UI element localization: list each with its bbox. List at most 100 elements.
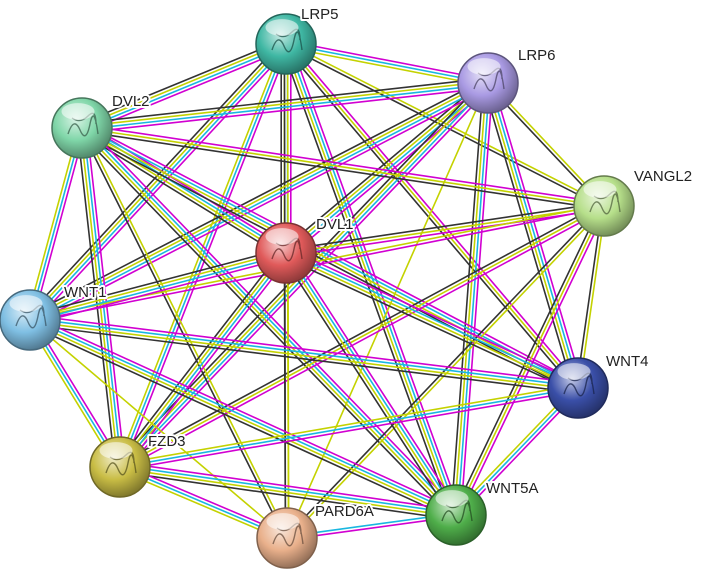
node-label-halo: WNT5A: [486, 480, 539, 497]
edge-strand: [284, 253, 579, 391]
edge-strand: [81, 44, 288, 131]
node-label: DVL2: [112, 93, 150, 110]
edge-strand: [456, 82, 491, 516]
edge-strand: [286, 251, 459, 515]
edge-fzd3-wnt5a[interactable]: [118, 461, 458, 521]
edge-strand: [120, 253, 289, 469]
sphere-highlight: [265, 19, 299, 36]
edge-strand: [122, 255, 291, 471]
edge-strand: [117, 202, 604, 465]
node-label-halo: DVL1: [316, 216, 354, 233]
edge-strand: [118, 470, 457, 521]
edge-strand: [285, 41, 606, 206]
edge-strand: [118, 384, 579, 465]
edge-strand: [280, 44, 453, 518]
edge-strand: [29, 83, 490, 323]
edge-strand: [27, 323, 455, 521]
edge-strand: [29, 319, 288, 539]
edge-dvl1-wnt1[interactable]: [27, 247, 289, 326]
edge-strand: [459, 82, 494, 517]
edge-strand: [283, 253, 456, 517]
edge-lrp6-pard6a[interactable]: [286, 82, 489, 539]
edge-dvl2-wnt5a[interactable]: [77, 123, 461, 520]
edge-lrp5-dvl1[interactable]: [280, 43, 292, 254]
edge-strand: [482, 83, 575, 391]
edge-strand: [82, 127, 123, 468]
edge-lrp6-wnt4[interactable]: [482, 80, 584, 391]
node-label: WNT5A: [486, 480, 539, 497]
edge-strand: [118, 467, 457, 518]
node-label-halo: LRP5: [301, 6, 339, 23]
edge-vangl2-fzd3[interactable]: [117, 202, 607, 471]
edge-strand: [119, 205, 605, 468]
edge-wnt4-fzd3[interactable]: [118, 384, 580, 471]
edge-dvl1-fzd3[interactable]: [115, 249, 291, 471]
edge-strand: [29, 317, 579, 388]
edge-strand: [81, 125, 580, 388]
edge-strand: [30, 44, 288, 322]
node-label: FZD3: [148, 433, 186, 450]
node-label: WNT4: [606, 353, 649, 370]
edge-wnt1-wnt4[interactable]: [28, 314, 580, 394]
edge-strand: [286, 83, 490, 256]
edge-strand: [29, 253, 288, 323]
edge-strand: [289, 41, 462, 515]
edge-wnt1-wnt5a[interactable]: [27, 314, 459, 521]
edge-dvl1-pard6a[interactable]: [283, 252, 290, 539]
edge-strand: [81, 127, 605, 207]
edge-strand: [29, 317, 458, 515]
sphere-highlight: [9, 295, 43, 312]
edge-strand: [285, 205, 605, 254]
edge-strand: [80, 41, 287, 128]
edge-strand: [120, 208, 607, 471]
edge-strand: [80, 128, 456, 517]
edge-lrp5-lrp6[interactable]: [284, 40, 490, 87]
edge-strand: [81, 86, 490, 134]
edge-strand: [83, 122, 582, 385]
edge-strand: [29, 127, 83, 321]
edge-dvl2-wnt1[interactable]: [26, 126, 86, 322]
sphere-highlight: [61, 103, 95, 120]
edge-strand: [122, 44, 290, 469]
node-label: WNT1: [64, 284, 107, 301]
edge-strand: [117, 251, 286, 467]
sphere-highlight: [467, 58, 501, 75]
edge-vangl2-dvl1[interactable]: [284, 202, 606, 257]
sphere-highlight: [557, 363, 591, 380]
edge-strand: [284, 202, 605, 251]
edge-strand: [485, 82, 578, 390]
edge-strand: [282, 45, 577, 391]
edge-strand: [28, 250, 287, 320]
edge-strand: [119, 387, 579, 468]
edge-dvl2-vangl2[interactable]: [80, 124, 606, 210]
node-label-halo: WNT4: [606, 353, 649, 370]
edge-dvl1-wnt4[interactable]: [283, 247, 581, 394]
node-label: VANGL2: [634, 168, 692, 185]
edge-wnt1-pard6a[interactable]: [29, 319, 288, 539]
edge-strand: [28, 42, 286, 320]
edge-strand: [453, 82, 488, 516]
edge-strand: [81, 83, 489, 131]
sphere-highlight: [99, 442, 133, 459]
sphere-highlight: [583, 181, 617, 198]
edge-strand: [281, 254, 453, 519]
edge-lrp6-dvl2[interactable]: [80, 77, 490, 134]
node-label-halo: PARD6A: [315, 503, 374, 520]
edge-strand: [32, 128, 86, 322]
edge-dvl1-wnt5a[interactable]: [281, 249, 461, 519]
edge-lrp6-wnt5a[interactable]: [450, 81, 494, 517]
edge-strand: [119, 464, 458, 515]
edge-strand: [29, 314, 580, 385]
edge-strand: [84, 123, 461, 513]
